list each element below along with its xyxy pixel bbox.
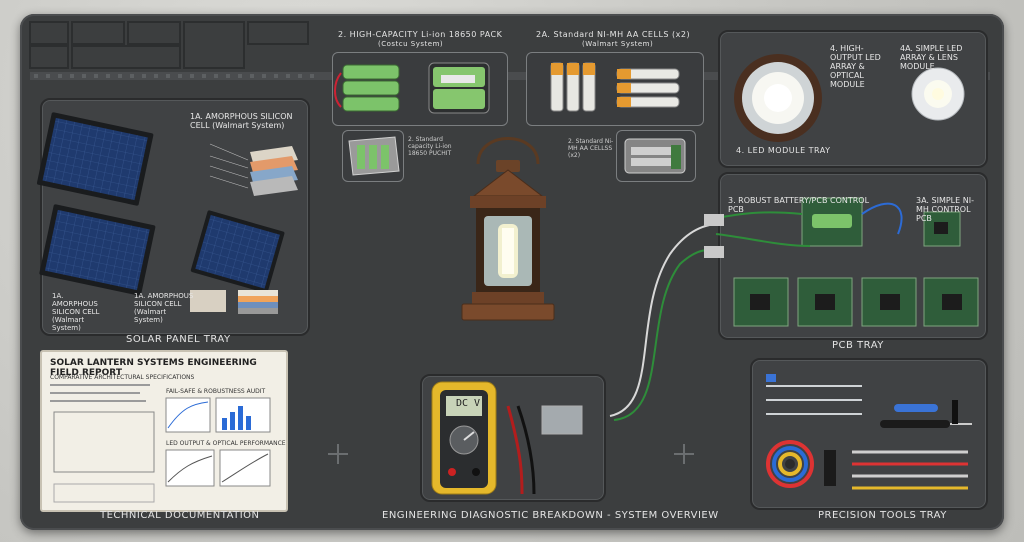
pcb-simple-label: 3A. SIMPLE NI-MH CONTROL PCB (916, 196, 974, 223)
layer-stack-bottom (190, 290, 278, 314)
nimh-holder-detail (616, 130, 696, 182)
precision-tools-tray (750, 358, 988, 510)
solar-panels-graphic (36, 112, 298, 314)
tools-graphic (766, 374, 972, 490)
solar-panel-tray: 1A. AMORPHOUS SILICON CELL (Walmart Syst… (36, 98, 310, 336)
pcb-boards-graphic (715, 197, 979, 327)
report-section-audit: FAIL-SAFE & ROBUSTNESS AUDIT (166, 388, 266, 395)
registration-mark-left (328, 444, 348, 464)
led-high-output-label: 4. HIGH-OUTPUT LED ARRAY & OPTICAL MODUL… (830, 44, 881, 89)
li-ion-pack-card (332, 52, 508, 126)
nimh-cells-title: 2A. Standard NI-MH AA CELLS (x2) (536, 30, 691, 39)
nimh-cells-card (526, 52, 704, 126)
report-charts (53, 397, 271, 503)
solar-cell-title: 1A. AMORPHOUS SILICON CELL (Walmart Syst… (190, 112, 293, 130)
led-module-tray: 4. HIGH-OUTPUT LED ARRAY & OPTICAL MODUL… (718, 30, 988, 168)
diagnostic-breakdown-label: ENGINEERING DIAGNOSTIC BREAKDOWN - SYSTE… (382, 510, 719, 521)
precision-tools-tray-label: PRECISION TOOLS TRAY (818, 510, 947, 521)
technical-documentation-label: TECHNICAL DOCUMENTATION (100, 510, 260, 521)
test-wiring (609, 214, 724, 421)
led-modules-graphic (734, 54, 965, 142)
solar-lantern (461, 137, 555, 321)
board-rail (29, 21, 990, 80)
li-ion-pouch-label: 2. Standard capacity Li-ion 18650 PUCHIT (408, 136, 452, 157)
field-report-title: SOLAR LANTERN SYSTEMS ENGINEERING FIELD … (50, 358, 257, 378)
solar-cell-right-label: 1A. AMORPHOUS SILICON CELL (Walmart Syst… (134, 292, 194, 324)
pcb-tray: 3. ROBUST BATTERY/PCB CONTROL PCB 3A. SI… (715, 172, 988, 340)
led-module-tray-label: 4. LED MODULE TRAY (736, 146, 831, 155)
solar-panel-tray-label: SOLAR PANEL TRAY (126, 334, 231, 345)
li-ion-pack-title: 2. HIGH-CAPACITY Li-ion 18650 PACK (338, 30, 503, 39)
report-section-specs: COMPARATIVE ARCHITECTURAL SPECIFICATIONS (50, 374, 195, 381)
multimeter-graphic (431, 381, 583, 495)
registration-mark-right (674, 444, 694, 464)
li-ion-pouch-detail (342, 130, 404, 182)
solar-panel-left (39, 204, 156, 296)
layer-stack-top (250, 146, 298, 196)
nimh-cells-subtitle: (Walmart System) (582, 40, 654, 48)
li-ion-pack-subtitle: (Costcu System) (378, 40, 444, 48)
nimh-cells-graphic (550, 62, 680, 112)
report-section-led: LED OUTPUT & OPTICAL PERFORMANCE (166, 440, 286, 447)
solar-panel-top (36, 112, 154, 206)
pcb-robust-label: 3. ROBUST BATTERY/PCB CONTROL PCB (728, 196, 870, 214)
field-report-document: SOLAR LANTERN SYSTEMS ENGINEERING FIELD … (40, 350, 288, 512)
pcb-tray-label: PCB TRAY (832, 340, 884, 351)
led-simple-label: 4A. SIMPLE LED ARRAY & LENS MODULE (900, 44, 963, 71)
solar-panel-right (190, 210, 285, 294)
diagnostic-tray: DC V (420, 374, 606, 502)
li-ion-cells-graphic (334, 62, 490, 114)
engineering-board: 1A. AMORPHOUS SILICON CELL (Walmart Syst… (20, 14, 1004, 530)
solar-cell-left-label: 1A. AMORPHOUS SILICON CELL (Walmart Syst… (52, 292, 100, 332)
nimh-cells-detail-label: 2. Standard Ni-MH AA CELLSS (x2) (568, 138, 614, 159)
multimeter-display: DC V (456, 398, 481, 409)
